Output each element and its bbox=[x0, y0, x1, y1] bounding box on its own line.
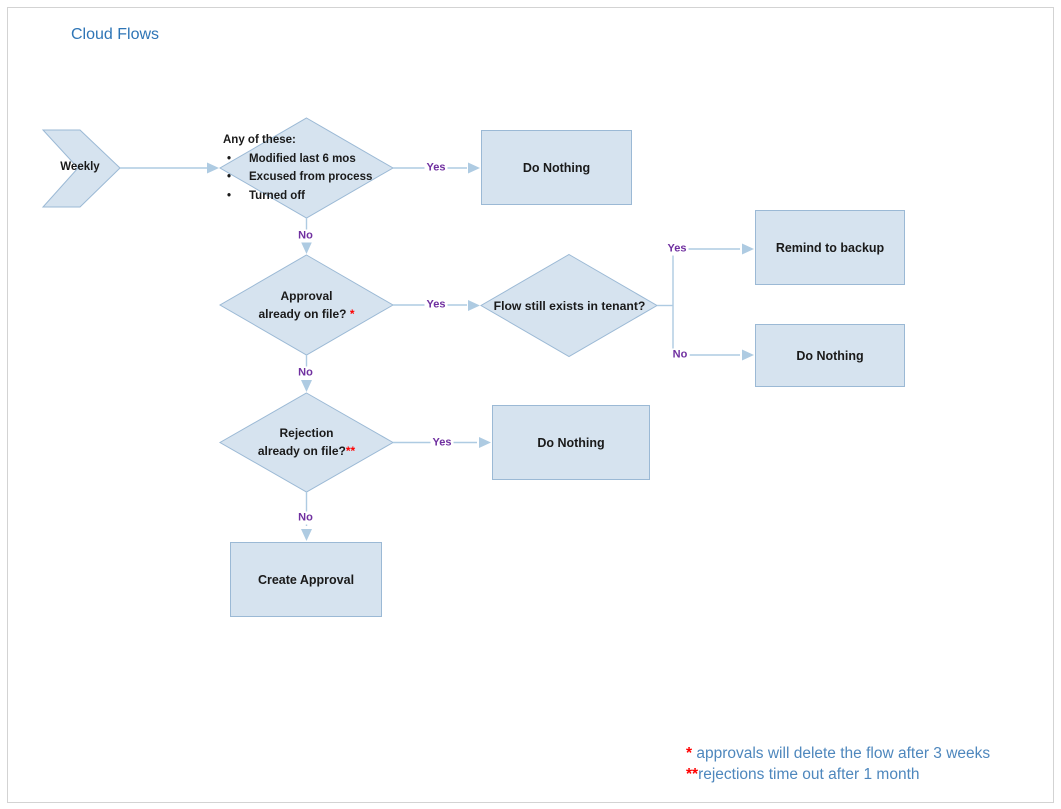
bullet-icon: • bbox=[227, 189, 232, 202]
footnote-rejections: **rejections time out after 1 month bbox=[686, 764, 990, 785]
label-approval-yes: Yes bbox=[424, 298, 448, 312]
start-node-label: Weekly bbox=[60, 161, 100, 173]
label-rejection-yes: Yes bbox=[430, 436, 454, 449]
label-rejection-no: No bbox=[296, 511, 315, 525]
page-title: Cloud Flows bbox=[71, 26, 160, 43]
label-any-no: No bbox=[296, 229, 315, 243]
footnote-marker-double-asterisk: ** bbox=[345, 444, 356, 458]
footnotes: * approvals will delete the flow after 3… bbox=[686, 743, 990, 785]
arrowhead-into-do-nothing-right bbox=[742, 349, 754, 361]
label-tenant-yes: Yes bbox=[665, 242, 689, 256]
node-do-nothing-top: Do Nothing bbox=[481, 130, 632, 205]
bullet-icon: • bbox=[227, 171, 232, 183]
decision-approval-line2: already on file? * bbox=[220, 305, 393, 323]
decision-tenant-text: Flow still exists in tenant? bbox=[493, 299, 646, 313]
label-any-yes: Yes bbox=[424, 161, 448, 175]
arrowhead-into-approval bbox=[301, 242, 312, 254]
bullet-icon: • bbox=[227, 152, 232, 165]
node-create-approval: Create Approval bbox=[230, 542, 382, 617]
node-do-nothing-right: Do Nothing bbox=[755, 324, 905, 387]
footnote-1-text: approvals will delete the flow after 3 w… bbox=[692, 745, 991, 762]
decision-rejection-line2: already on file?** bbox=[220, 442, 393, 460]
decision-any-heading: Any of these: bbox=[223, 134, 296, 146]
decision-rejection-text: Rejection already on file?** bbox=[220, 424, 393, 460]
arrowhead-into-rejection bbox=[301, 380, 312, 392]
decision-any-bullet-2: Excused from process bbox=[249, 171, 373, 183]
decision-any-bullet-row: • Turned off bbox=[223, 187, 372, 206]
arrowhead-into-do-nothing-top bbox=[468, 162, 480, 174]
decision-any-text: Any of these: • Modified last 6 mos • Ex… bbox=[223, 131, 372, 205]
decision-any-bullet-row: • Excused from process bbox=[223, 168, 372, 187]
decision-approval-text: Approval already on file? * bbox=[220, 287, 393, 323]
decision-tenant-diamond bbox=[480, 253, 658, 358]
decision-any-bullet-1: Modified last 6 mos bbox=[249, 152, 356, 165]
decision-rejection-question: already on file? bbox=[257, 444, 346, 458]
arrowhead-into-tenant bbox=[468, 300, 480, 311]
arrowhead-into-any bbox=[207, 162, 219, 174]
footnote-2-marker: ** bbox=[686, 766, 699, 783]
label-tenant-no: No bbox=[670, 348, 690, 362]
decision-approval-question: already on file? bbox=[258, 307, 347, 321]
weekly-chevron-shape bbox=[41, 129, 121, 208]
decision-any-bullet-row: • Modified last 6 mos bbox=[223, 150, 372, 169]
arrowhead-into-do-nothing-mid bbox=[479, 437, 491, 448]
decision-any-bullet-3: Turned off bbox=[249, 189, 305, 202]
footnote-2-text: rejections time out after 1 month bbox=[698, 766, 920, 783]
decision-rejection-line1: Rejection bbox=[279, 426, 334, 440]
arrowhead-into-create-approval bbox=[301, 529, 312, 541]
node-remind-to-backup: Remind to backup bbox=[755, 210, 905, 285]
label-approval-no: No bbox=[296, 366, 315, 380]
decision-approval-line1: Approval bbox=[280, 289, 333, 303]
footnote-approvals: * approvals will delete the flow after 3… bbox=[686, 743, 990, 764]
arrowhead-into-remind bbox=[742, 243, 754, 255]
footnote-marker-asterisk: * bbox=[346, 307, 355, 321]
footnote-1-marker: * bbox=[686, 745, 693, 762]
node-do-nothing-mid: Do Nothing bbox=[492, 405, 650, 480]
